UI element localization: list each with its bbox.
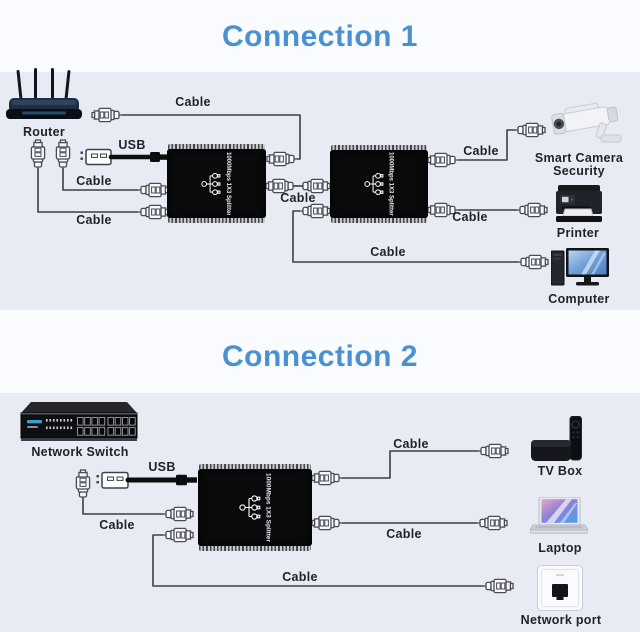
cable-label: Cable [280, 191, 316, 205]
splitter-cap [199, 464, 311, 470]
printer-icon [556, 185, 602, 223]
title-strip-2 [0, 310, 640, 393]
cable-label: Cable [386, 527, 422, 541]
splitter-label: 1000Mbps 1X3 Splitter [225, 151, 231, 216]
smart-camera-label-line2: Security [553, 163, 605, 178]
network-switch-label: Network Switch [31, 445, 129, 459]
splitter-3-device: 1000Mbps 1X3 Splitter [198, 464, 312, 551]
splitter-label: 1000Mbps 1X3 Splitter [387, 152, 394, 216]
one-to-three-splitter-icon [201, 172, 221, 195]
network-port-label: Network port [520, 613, 602, 627]
network-switch-icon [19, 399, 139, 445]
splitter-cap [331, 217, 427, 223]
splitter-2-device: 1000Mbps 1X3 Splitter [330, 145, 428, 223]
one-to-three-splitter-icon [363, 172, 383, 196]
laptop-label: Laptop [538, 541, 582, 555]
printer-label: Printer [556, 226, 600, 240]
router-label: Router [22, 125, 66, 139]
section-1-title: Connection 1 [221, 20, 418, 53]
splitter-body: 1000Mbps 1X3 Splitter [198, 469, 312, 546]
usb-label: USB [118, 138, 146, 152]
splitter-label: 1000Mbps 1X3 Splitter [264, 473, 272, 542]
network-wall-port-icon [537, 565, 583, 611]
splitter-body: 1000Mbps 1X3 Splitter [330, 150, 428, 218]
splitter-cap [331, 145, 427, 151]
tv-box-icon [531, 416, 584, 463]
smart-camera-label-line1: Smart Camera [534, 151, 624, 165]
tv-box-label: TV Box [537, 464, 583, 478]
usb-label: USB [148, 460, 176, 474]
section-2-title: Connection 2 [221, 340, 418, 373]
computer-icon [551, 248, 609, 288]
splitter-cap [168, 144, 265, 150]
title-strip-1 [0, 0, 640, 72]
cable-label: Cable [282, 570, 318, 584]
smart-camera-label: Smart Camera Security [535, 152, 623, 177]
one-to-three-splitter-icon [238, 495, 260, 520]
smart-camera-icon [551, 100, 629, 150]
router-icon [6, 66, 82, 124]
cable-label: Cable [393, 437, 429, 451]
splitter-body: 1000Mbps 1X3 Splitter [167, 149, 266, 218]
splitter-1-device: 1000Mbps 1X3 Splitter [167, 144, 266, 223]
cable-label: Cable [76, 174, 112, 188]
section-1-background [0, 72, 640, 310]
splitter-cap [199, 545, 311, 551]
computer-label: Computer [548, 292, 610, 306]
cable-label: Cable [370, 245, 406, 259]
splitter-cap [168, 217, 265, 223]
cable-label: Cable [76, 213, 112, 227]
cable-label: Cable [99, 518, 135, 532]
cable-label: Cable [175, 95, 211, 109]
cable-label: Cable [463, 144, 499, 158]
cable-label: Cable [452, 210, 488, 224]
laptop-icon [530, 497, 588, 536]
